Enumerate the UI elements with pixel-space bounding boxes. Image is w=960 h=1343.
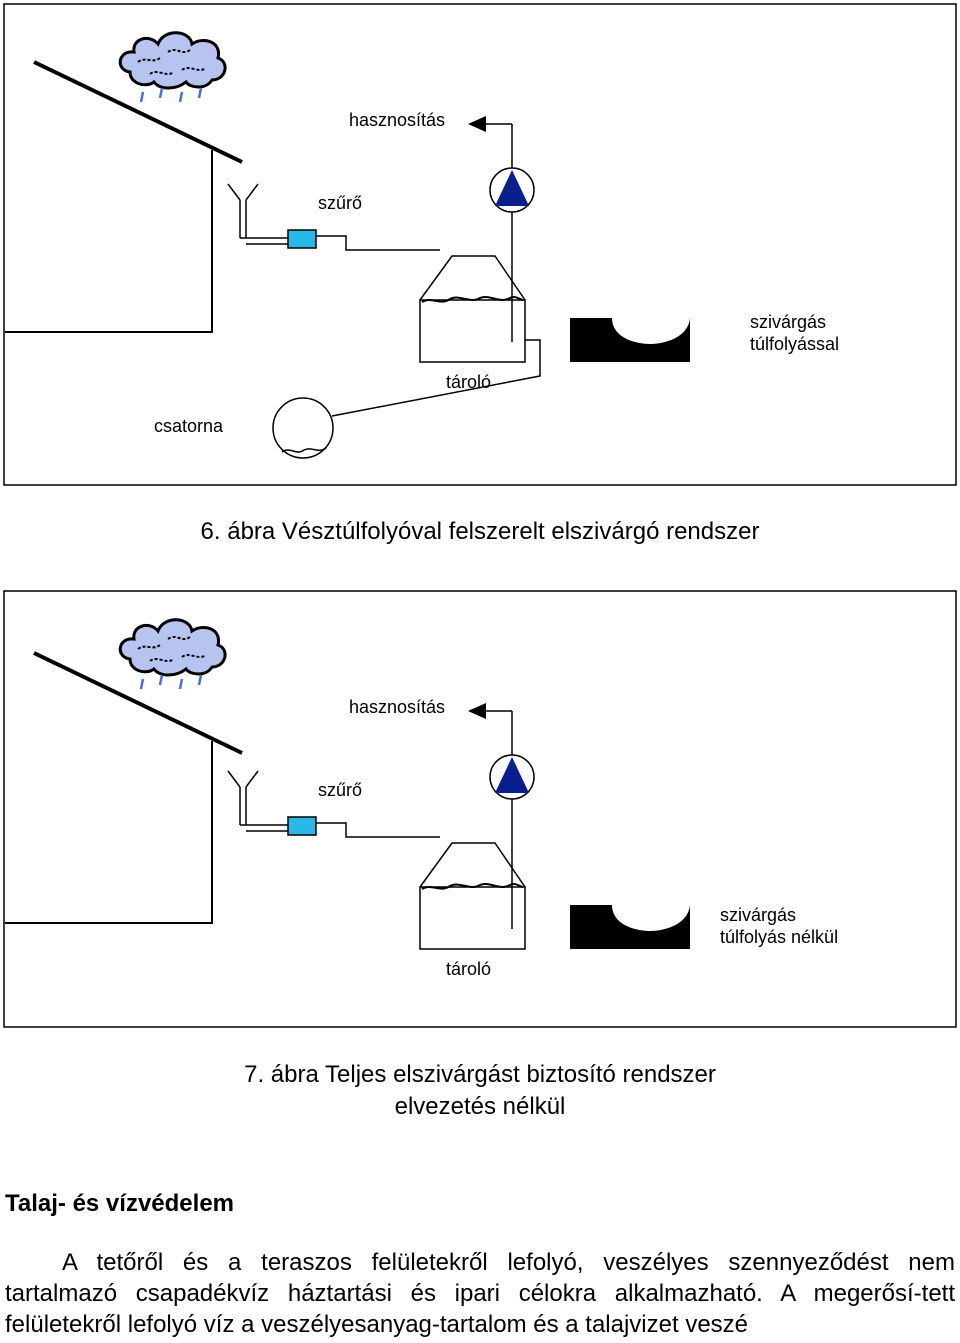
cloud-icon — [118, 618, 227, 677]
label-seepage-2: túlfolyással — [750, 334, 839, 354]
figure-7: hasznosítás szűrő szivárgás túlfolyás né… — [0, 587, 960, 1032]
infiltration-trench-icon — [570, 905, 690, 949]
sewer-manhole-icon — [272, 397, 334, 459]
label-storage: tároló — [446, 959, 491, 979]
label-use: hasznosítás — [349, 697, 445, 717]
figure-6-diagram: hasznosítás szűrő szivárgás túlfolyással… — [3, 3, 957, 486]
pump-icon — [489, 167, 535, 213]
filter-pipe — [316, 235, 440, 251]
label-seepage-1: szivárgás — [720, 905, 796, 925]
rain-icon — [139, 87, 203, 103]
label-seepage-1: szivárgás — [750, 312, 826, 332]
figure-6: hasznosítás szűrő szivárgás túlfolyással… — [0, 0, 960, 490]
filter-icon — [287, 229, 317, 249]
label-use: hasznosítás — [349, 110, 445, 130]
label-sewer: csatorna — [154, 416, 224, 436]
label-seepage-2: túlfolyás nélkül — [720, 927, 838, 947]
filter-pipe — [316, 822, 440, 838]
downpipe-funnel — [227, 770, 288, 832]
arrow-left-icon — [468, 703, 486, 719]
storage-tank-icon — [419, 255, 526, 363]
infiltration-trench-icon — [570, 318, 690, 362]
storage-tank-icon — [419, 842, 526, 950]
section-title: Talaj- és vízvédelem — [5, 1190, 235, 1217]
figure-7-diagram: hasznosítás szűrő szivárgás túlfolyás né… — [3, 590, 957, 1028]
label-storage: tároló — [446, 372, 491, 392]
rain-icon — [139, 674, 203, 690]
body-paragraph: A tetőről és a teraszos felületekről lef… — [5, 1249, 955, 1338]
label-filter: szűrő — [318, 780, 362, 800]
figure-7-caption-line-2: elvezetés nélkül — [394, 1093, 566, 1120]
filter-icon — [287, 816, 317, 836]
figure-7-caption-line-1: 7. ábra Teljes elszivárgást biztosító re… — [244, 1061, 716, 1088]
figure-6-caption: 6. ábra Vésztúlfolyóval felszerelt elszi… — [200, 518, 760, 545]
roof-gutter-icon — [5, 651, 243, 924]
pump-icon — [489, 754, 535, 800]
overflow-pipe — [331, 339, 541, 417]
roof-gutter-icon — [5, 60, 243, 333]
arrow-left-icon — [468, 116, 486, 132]
downpipe-funnel — [227, 183, 288, 245]
label-filter: szűrő — [318, 193, 362, 213]
cloud-icon — [118, 31, 227, 90]
